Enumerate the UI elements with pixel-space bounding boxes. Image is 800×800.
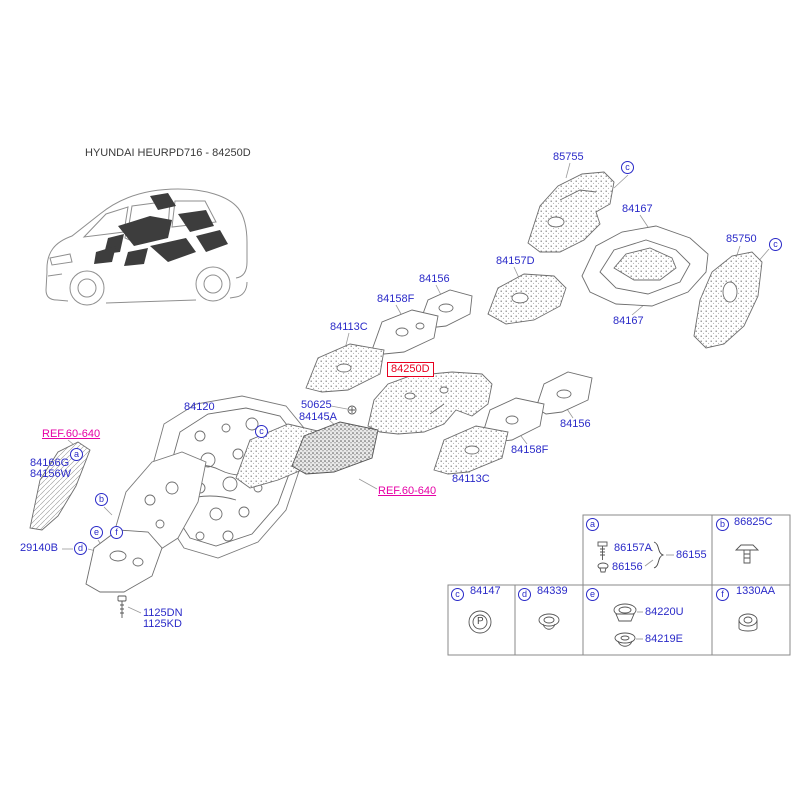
part-label-50625[interactable]: 50625 xyxy=(301,399,332,411)
part-84157D-shape[interactable] xyxy=(487,273,567,325)
part-84250D-shape[interactable] xyxy=(367,371,493,435)
part-85750-shape[interactable] xyxy=(693,251,763,349)
table-part-1330AA[interactable]: 1330AA xyxy=(736,585,776,597)
plug-84220U-icon[interactable] xyxy=(613,603,643,622)
table-callout-d[interactable]: d xyxy=(518,588,531,601)
part-label-84156W[interactable]: 84156W xyxy=(30,468,71,480)
table-part-84339[interactable]: 84339 xyxy=(537,585,568,597)
table-part-84220U[interactable]: 84220U xyxy=(645,606,684,618)
part-84156-right-shape[interactable] xyxy=(535,371,593,415)
table-callout-e[interactable]: e xyxy=(586,588,599,601)
part-label-84158F-top[interactable]: 84158F xyxy=(377,293,415,305)
grommet-84339-icon[interactable] xyxy=(538,613,560,630)
part-label-84156-right[interactable]: 84156 xyxy=(560,418,591,430)
part-label-29140B[interactable]: 29140B xyxy=(20,542,58,554)
ref-link-60-640-left[interactable]: REF.60-640 xyxy=(42,428,101,440)
fastener-50625-icon[interactable] xyxy=(347,405,357,415)
table-callout-b[interactable]: b xyxy=(716,518,729,531)
part-label-84157D[interactable]: 84157D xyxy=(496,255,535,267)
part-label-1125KD[interactable]: 1125KD xyxy=(143,618,182,630)
part-label-84158F-bottom[interactable]: 84158F xyxy=(511,444,549,456)
ref-link-60-640-right[interactable]: REF.60-640 xyxy=(378,485,437,497)
part-84113C-top-shape[interactable] xyxy=(305,343,385,393)
part-label-84120[interactable]: 84120 xyxy=(184,401,215,413)
rivet-86825C-icon[interactable] xyxy=(734,544,760,564)
fastener-icons xyxy=(468,541,760,647)
part-label-84113C-bottom[interactable]: 84113C xyxy=(452,473,490,485)
table-part-84219E[interactable]: 84219E xyxy=(645,633,683,645)
table-part-84147[interactable]: 84147 xyxy=(470,585,501,597)
part-label-84113C-top[interactable]: 84113C xyxy=(330,321,368,333)
part-label-84167-bottom[interactable]: 84167 xyxy=(613,315,644,327)
brace-icon xyxy=(653,541,665,569)
part-label-85755[interactable]: 85755 xyxy=(553,151,584,163)
grommet-84219E-icon[interactable] xyxy=(614,632,643,647)
parts-artwork xyxy=(29,171,763,618)
table-callout-c[interactable]: c xyxy=(451,588,464,601)
table-part-86156[interactable]: 86156 xyxy=(612,561,643,573)
bolt-86157A-icon[interactable] xyxy=(597,541,608,560)
part-84158F-top-shape[interactable] xyxy=(371,309,439,355)
callout-f[interactable]: f xyxy=(110,526,123,539)
table-part-86157A[interactable]: 86157A xyxy=(614,542,652,554)
callout-b[interactable]: b xyxy=(95,493,108,506)
plug-84147-icon[interactable] xyxy=(468,610,492,634)
part-label-84250D-highlighted[interactable]: 84250D xyxy=(387,362,434,377)
part-label-84156-top[interactable]: 84156 xyxy=(419,273,450,285)
callout-d[interactable]: d xyxy=(74,542,87,555)
grommet-86156-icon[interactable] xyxy=(597,562,609,573)
part-84167-shape[interactable] xyxy=(581,225,709,307)
part-label-84145A[interactable]: 84145A xyxy=(299,411,337,423)
part-29140B-shape[interactable] xyxy=(85,529,163,593)
nut-1330AA-icon[interactable] xyxy=(738,613,758,632)
callout-c-2[interactable]: c xyxy=(769,238,782,251)
table-callout-a[interactable]: a xyxy=(586,518,599,531)
part-label-84167-top[interactable]: 84167 xyxy=(622,203,653,215)
part-label-84166G[interactable]: 84166G xyxy=(30,457,70,469)
callout-e[interactable]: e xyxy=(90,526,103,539)
callout-c-1[interactable]: c xyxy=(621,161,634,174)
part-84145A-shape[interactable] xyxy=(291,421,379,475)
vehicle-insulation-shading xyxy=(94,193,228,266)
callout-c-3[interactable]: c xyxy=(255,425,268,438)
part-label-85750[interactable]: 85750 xyxy=(726,233,757,245)
page-title: HYUNDAI HEURPD716 - 84250D xyxy=(85,147,251,159)
table-part-86825C[interactable]: 86825C xyxy=(734,516,773,528)
part-label-1125DN[interactable]: 1125DN xyxy=(143,607,183,619)
plug-letter-p: P xyxy=(477,616,484,627)
callout-a[interactable]: a xyxy=(70,448,83,461)
part-85755-shape[interactable] xyxy=(527,171,615,253)
table-part-86155[interactable]: 86155 xyxy=(676,549,707,561)
part-84113C-bottom-shape[interactable] xyxy=(433,425,509,475)
table-callout-f[interactable]: f xyxy=(716,588,729,601)
bolt-1125DN-icon[interactable] xyxy=(117,595,127,618)
part-84166G-shape[interactable] xyxy=(29,441,91,531)
fastener-table-grid xyxy=(447,514,791,656)
